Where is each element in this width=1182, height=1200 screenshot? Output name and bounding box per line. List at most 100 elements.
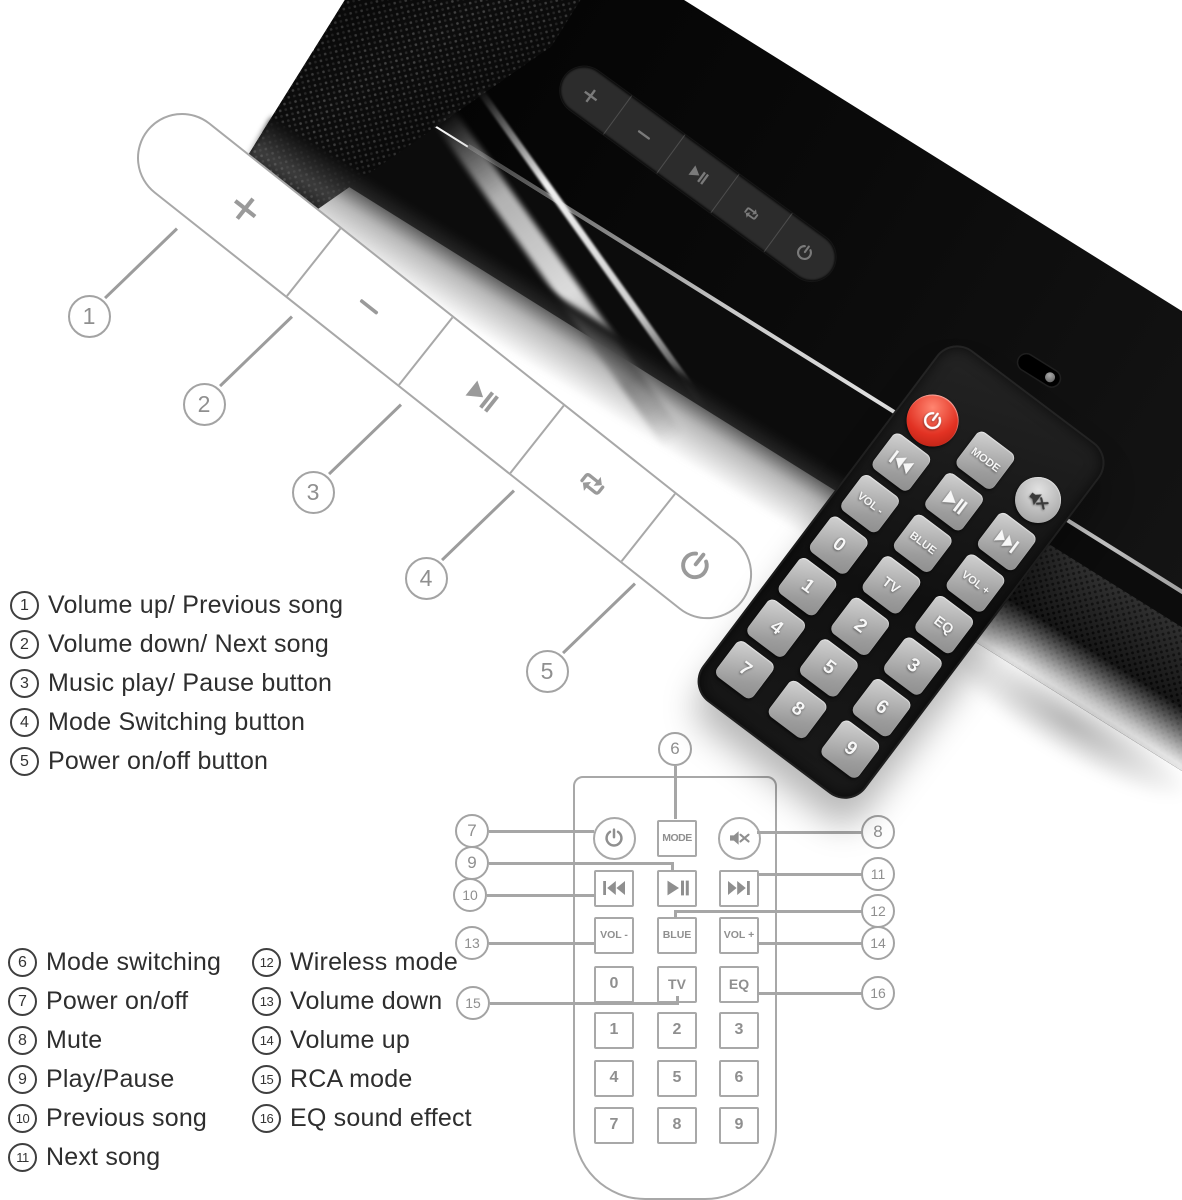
legend-item-label: Music play/ Pause button xyxy=(48,669,333,697)
callout-leader-line xyxy=(328,403,402,475)
next-icon xyxy=(989,524,1024,559)
legend-item-number: 5 xyxy=(10,747,39,776)
legend-item-number: 1 xyxy=(10,591,39,620)
callout-leader-line xyxy=(671,862,674,871)
power-icon xyxy=(669,539,721,590)
legend-item: 15 RCA mode xyxy=(252,1060,472,1099)
callout-6: 6 xyxy=(658,732,692,766)
legend-item-number: 14 xyxy=(252,1026,281,1055)
legend-item-label: RCA mode xyxy=(290,1065,413,1093)
plus-icon xyxy=(221,184,270,232)
remote-next-button xyxy=(975,510,1039,573)
legend-item-number: 16 xyxy=(252,1104,281,1133)
callout-5: 5 xyxy=(525,649,569,693)
diagram-7-button: 7 xyxy=(594,1106,634,1144)
minus-icon xyxy=(630,121,658,149)
soundbar-touch-panel xyxy=(550,57,846,291)
callout-minus-button xyxy=(286,228,452,385)
diagram-2-button: 2 xyxy=(657,1011,697,1049)
callout-leader-line xyxy=(674,766,677,819)
callout-leader-line xyxy=(674,910,862,913)
callout-leader-line xyxy=(562,582,636,654)
diagram-play-pause-button xyxy=(657,869,697,907)
prev-icon xyxy=(601,876,627,900)
legend-item: 2 Volume down/ Next song xyxy=(10,625,343,664)
diagram-next-button xyxy=(719,869,759,907)
diagram-mute-button xyxy=(717,816,761,860)
callout-10: 10 xyxy=(453,878,487,912)
callout-2: 2 xyxy=(182,382,226,426)
callout-power-button xyxy=(621,493,768,635)
next-icon xyxy=(726,876,752,900)
diagram-1-button: 1 xyxy=(594,1011,634,1049)
legend-item: 4 Mode Switching button xyxy=(10,703,343,742)
play-pause-icon xyxy=(458,372,504,417)
diagram-6-button: 6 xyxy=(719,1059,759,1097)
callout-leader-line xyxy=(757,942,862,945)
legend-item: 16 EQ sound effect xyxy=(252,1099,472,1138)
soundbar-play-pause-button xyxy=(656,134,739,213)
power-icon xyxy=(916,405,948,437)
touch-controls-callout xyxy=(118,94,771,638)
remote-mute-button xyxy=(1005,467,1071,533)
callout-leader-line xyxy=(219,315,293,387)
soundbar-mode-switch-button xyxy=(710,173,792,252)
mode-switch-icon xyxy=(568,459,617,507)
legend-item: 1 Volume up/ Previous song xyxy=(10,586,343,625)
power-icon xyxy=(602,827,626,849)
remote-power-button xyxy=(896,384,970,457)
callout-leader-line xyxy=(674,910,677,918)
play-pause-icon xyxy=(664,876,690,900)
callout-3: 3 xyxy=(291,470,335,514)
callout-leader-line xyxy=(441,489,515,561)
legend-item-label: EQ sound effect xyxy=(290,1104,472,1132)
power-icon xyxy=(791,238,819,266)
legend-item-label: Mode switching xyxy=(46,948,222,976)
callout-leader-line xyxy=(104,227,178,299)
legend-item-label: Volume down/ Next song xyxy=(48,630,329,658)
diagram-9-button: 9 xyxy=(719,1106,759,1144)
callout-8: 8 xyxy=(861,815,895,849)
legend-item-label: Mode Switching button xyxy=(48,708,306,736)
remote-prev-button xyxy=(869,430,933,494)
remote-play-pause-button xyxy=(922,470,986,534)
legend-item-label: Volume down xyxy=(290,987,443,1015)
legend-item-number: 7 xyxy=(8,987,37,1016)
legend-item-label: Volume up/ Previous song xyxy=(48,591,344,619)
minus-icon xyxy=(348,285,391,328)
play-pause-icon xyxy=(936,484,971,519)
diagram-power-button xyxy=(592,816,636,860)
diagram-4-button: 4 xyxy=(594,1059,634,1097)
diagram-vol-plus-button: VOL + xyxy=(719,916,759,954)
callout-13: 13 xyxy=(455,926,489,960)
callout-15: 15 xyxy=(456,986,490,1020)
legend-item-number: 9 xyxy=(8,1065,37,1094)
legend-item-label: Next song xyxy=(46,1143,161,1171)
legend-item-number: 4 xyxy=(10,708,39,737)
play-pause-icon xyxy=(684,160,712,188)
legend-item-number: 2 xyxy=(10,630,39,659)
callout-14: 14 xyxy=(861,926,895,960)
legend-item-number: 15 xyxy=(252,1065,281,1094)
callout-leader-line xyxy=(489,830,594,833)
legend-item-number: 12 xyxy=(252,948,281,977)
legend-item-number: 10 xyxy=(8,1104,37,1133)
prev-icon xyxy=(884,445,919,480)
diagram-prev-button xyxy=(594,869,634,907)
diagram-mode-button: MODE xyxy=(657,819,697,857)
callout-leader-line xyxy=(489,862,673,865)
callout-leader-line xyxy=(487,894,595,897)
